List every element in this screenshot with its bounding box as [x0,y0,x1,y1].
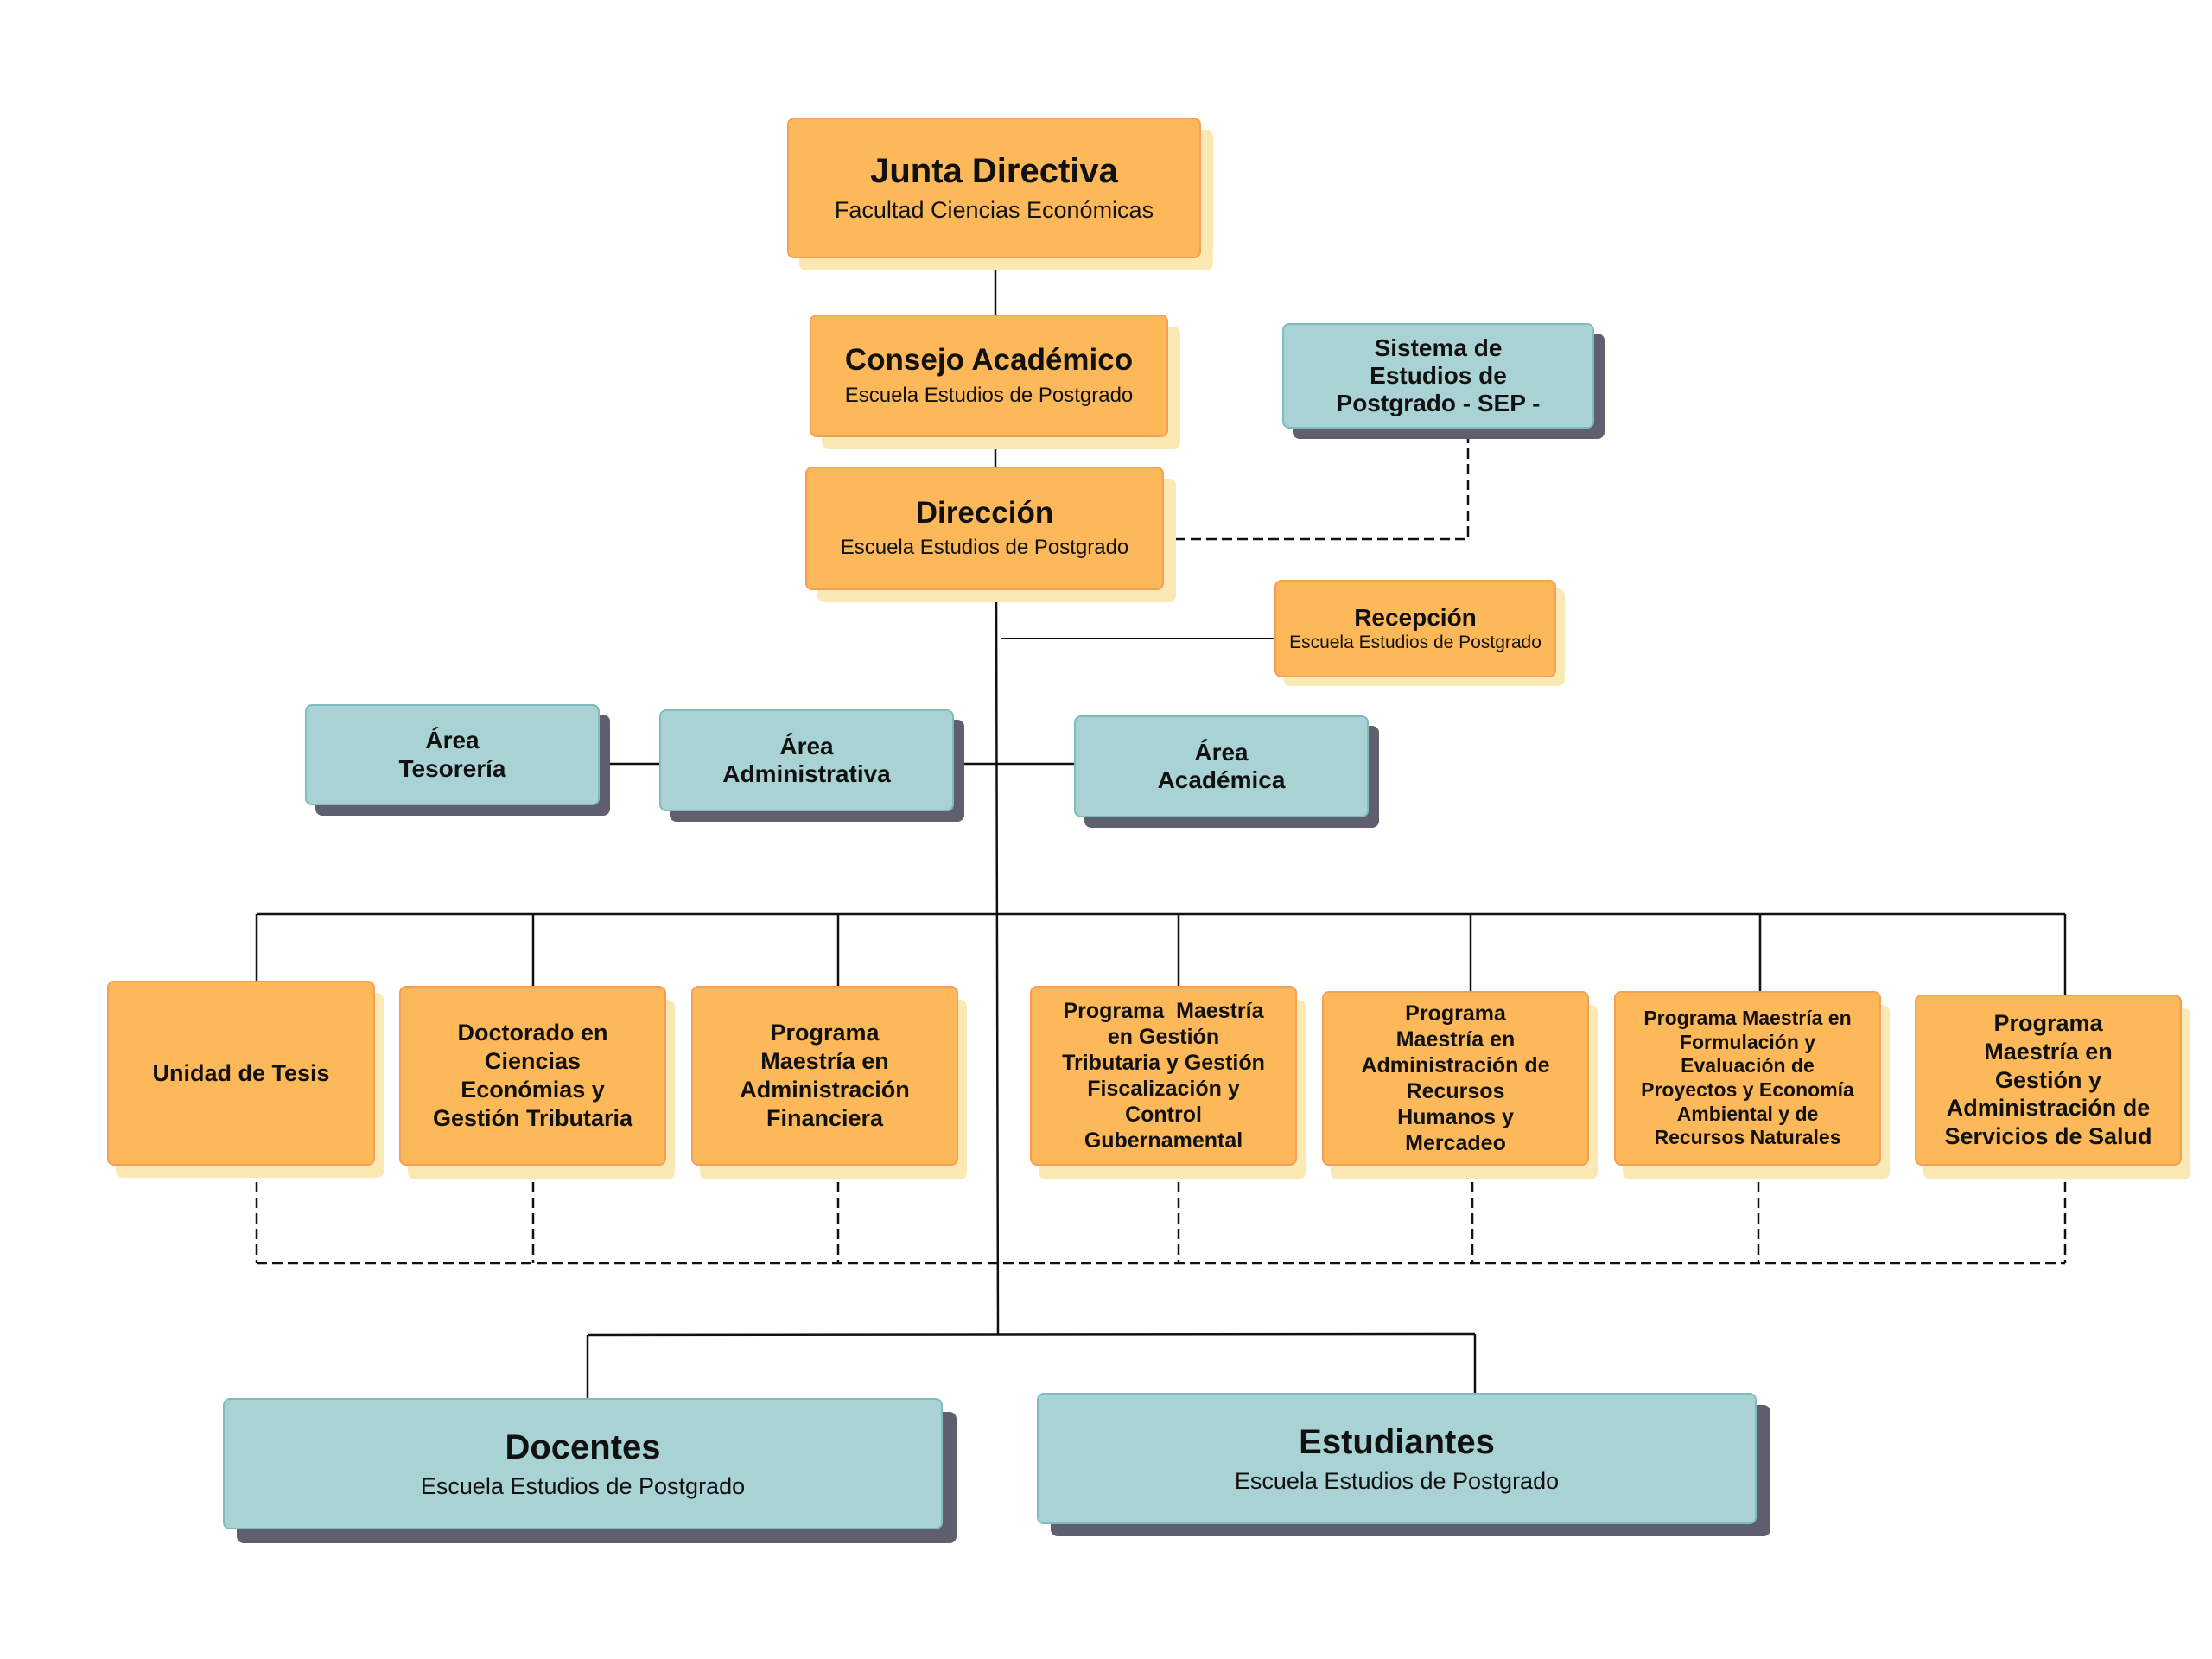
node-title-line: Unidad de Tesis [152,1059,330,1086]
node-title-line: Administración de [1361,1053,1550,1077]
connector-sep-dashed [1175,432,1470,541]
node-title-line: Ciencias [484,1048,582,1075]
node-title-line: Mercadeo [1405,1131,1506,1155]
node-title-line: Humanos y [1397,1105,1514,1129]
node-title-line: Doctorado en [457,1020,608,1046]
node-title-line: Programa [1993,1009,2103,1036]
node-title-line: Maestría en [1395,1027,1516,1052]
node-title-line: Control [1125,1103,1202,1127]
node-subtitle: Escuela Estudios de Postgrado [420,1472,746,1499]
node-title-line: Recursos Naturales [1654,1126,1841,1149]
node-title-line: Gubernamental [1084,1128,1243,1153]
node-title-line: Recursos [1406,1079,1505,1103]
node-title-line: Financiera [766,1104,884,1131]
node-title-line: Sistema de [1374,334,1503,361]
node-subtitle: Escuela Estudios de Postgrado [844,383,1134,407]
node-subtitle: Facultad Ciencias Económicas [834,197,1154,224]
node-area-tesoreria: Área Tesorería [305,704,600,805]
node-title-line: Formulación y [1679,1030,1816,1053]
node-unidad-de-tesis: Unidad de Tesis [107,981,375,1166]
node-title: Consejo Académico [844,343,1134,378]
node-title-line: Maestría en [760,1048,889,1075]
node-title: Estudiantes [1299,1422,1495,1461]
node-title-line: Administrativa [722,760,891,787]
node-title-line: Administración [740,1077,910,1103]
connector-main-trunk [995,589,1000,1336]
node-doctorado-ciencias-economicas: Doctorado en Ciencias Económias y Gestió… [399,986,666,1166]
node-title-line: Proyectos y Economía [1641,1078,1854,1101]
node-title-line: Ambiental y de [1676,1102,1819,1125]
node-title-line: Fiscalización y [1087,1077,1240,1101]
node-sistema-estudios-postgrado: Sistema de Estudios de Postgrado - SEP - [1282,323,1594,429]
node-area-academica: Área Académica [1074,715,1369,817]
node-title-line: Área [779,732,834,760]
node-maestria-administracion-financiera: Programa Maestría en Administración Fina… [691,986,958,1166]
node-title-line: Servicios de Salud [1944,1123,2152,1150]
node-title-line: Programa Maestría [1063,999,1264,1023]
node-title-line: Área [425,727,480,754]
node-maestria-gestion-tributaria: Programa Maestría en Gestión Tributaria … [1030,986,1297,1166]
node-title-line: Académica [1157,766,1286,793]
node-junta-directiva: Junta Directiva Facultad Ciencias Económ… [787,118,1201,258]
node-title: Junta Directiva [870,152,1118,191]
node-title-line: Evaluación de [1681,1054,1815,1077]
node-title-line: Programa Maestría en [1643,1007,1852,1030]
node-recepcion: Recepción Escuela Estudios de Postgrado [1274,580,1556,677]
node-maestria-servicios-salud: Programa Maestría en Gestión y Administr… [1915,995,2182,1166]
node-title-line: Postgrado - SEP - [1336,390,1541,417]
node-consejo-academico: Consejo Académico Escuela Estudios de Po… [810,315,1168,437]
node-subtitle: Escuela Estudios de Postgrado [840,536,1129,560]
node-title-line: Programa [770,1020,880,1046]
node-title-line: Tesorería [398,754,506,782]
node-title-line: en Gestión [1107,1025,1220,1049]
node-title-line: Tributaria y Gestión [1062,1051,1265,1075]
node-title-line: Estudios de [1370,361,1507,389]
node-area-administrativa: Área Administrativa [659,709,954,811]
node-title-line: Gestión Tributaria [432,1104,633,1131]
node-title-line: Programa [1405,1001,1506,1026]
node-title-line: Económias y [461,1077,605,1103]
node-title-line: Administración de [1946,1095,2151,1122]
connector-bottom-bus [587,1332,1476,1337]
node-maestria-recursos-humanos: Programa Maestría en Administración de R… [1322,991,1589,1166]
node-title-line: Maestría en [1984,1038,2113,1065]
node-estudiantes: Estudiantes Escuela Estudios de Postgrad… [1037,1393,1757,1524]
node-title-line: Área [1194,738,1249,766]
node-maestria-formulacion-proyectos: Programa Maestría en Formulación y Evalu… [1614,991,1881,1166]
node-title: Docentes [505,1427,661,1466]
node-subtitle: Escuela Estudios de Postgrado [1289,632,1541,652]
node-title: Dirección [915,495,1054,530]
node-direccion: Dirección Escuela Estudios de Postgrado [805,467,1164,590]
node-title: Recepción [1354,603,1477,631]
node-docentes: Docentes Escuela Estudios de Postgrado [223,1398,943,1529]
node-subtitle: Escuela Estudios de Postgrado [1234,1467,1560,1494]
node-title-line: Gestión y [1994,1066,2102,1093]
